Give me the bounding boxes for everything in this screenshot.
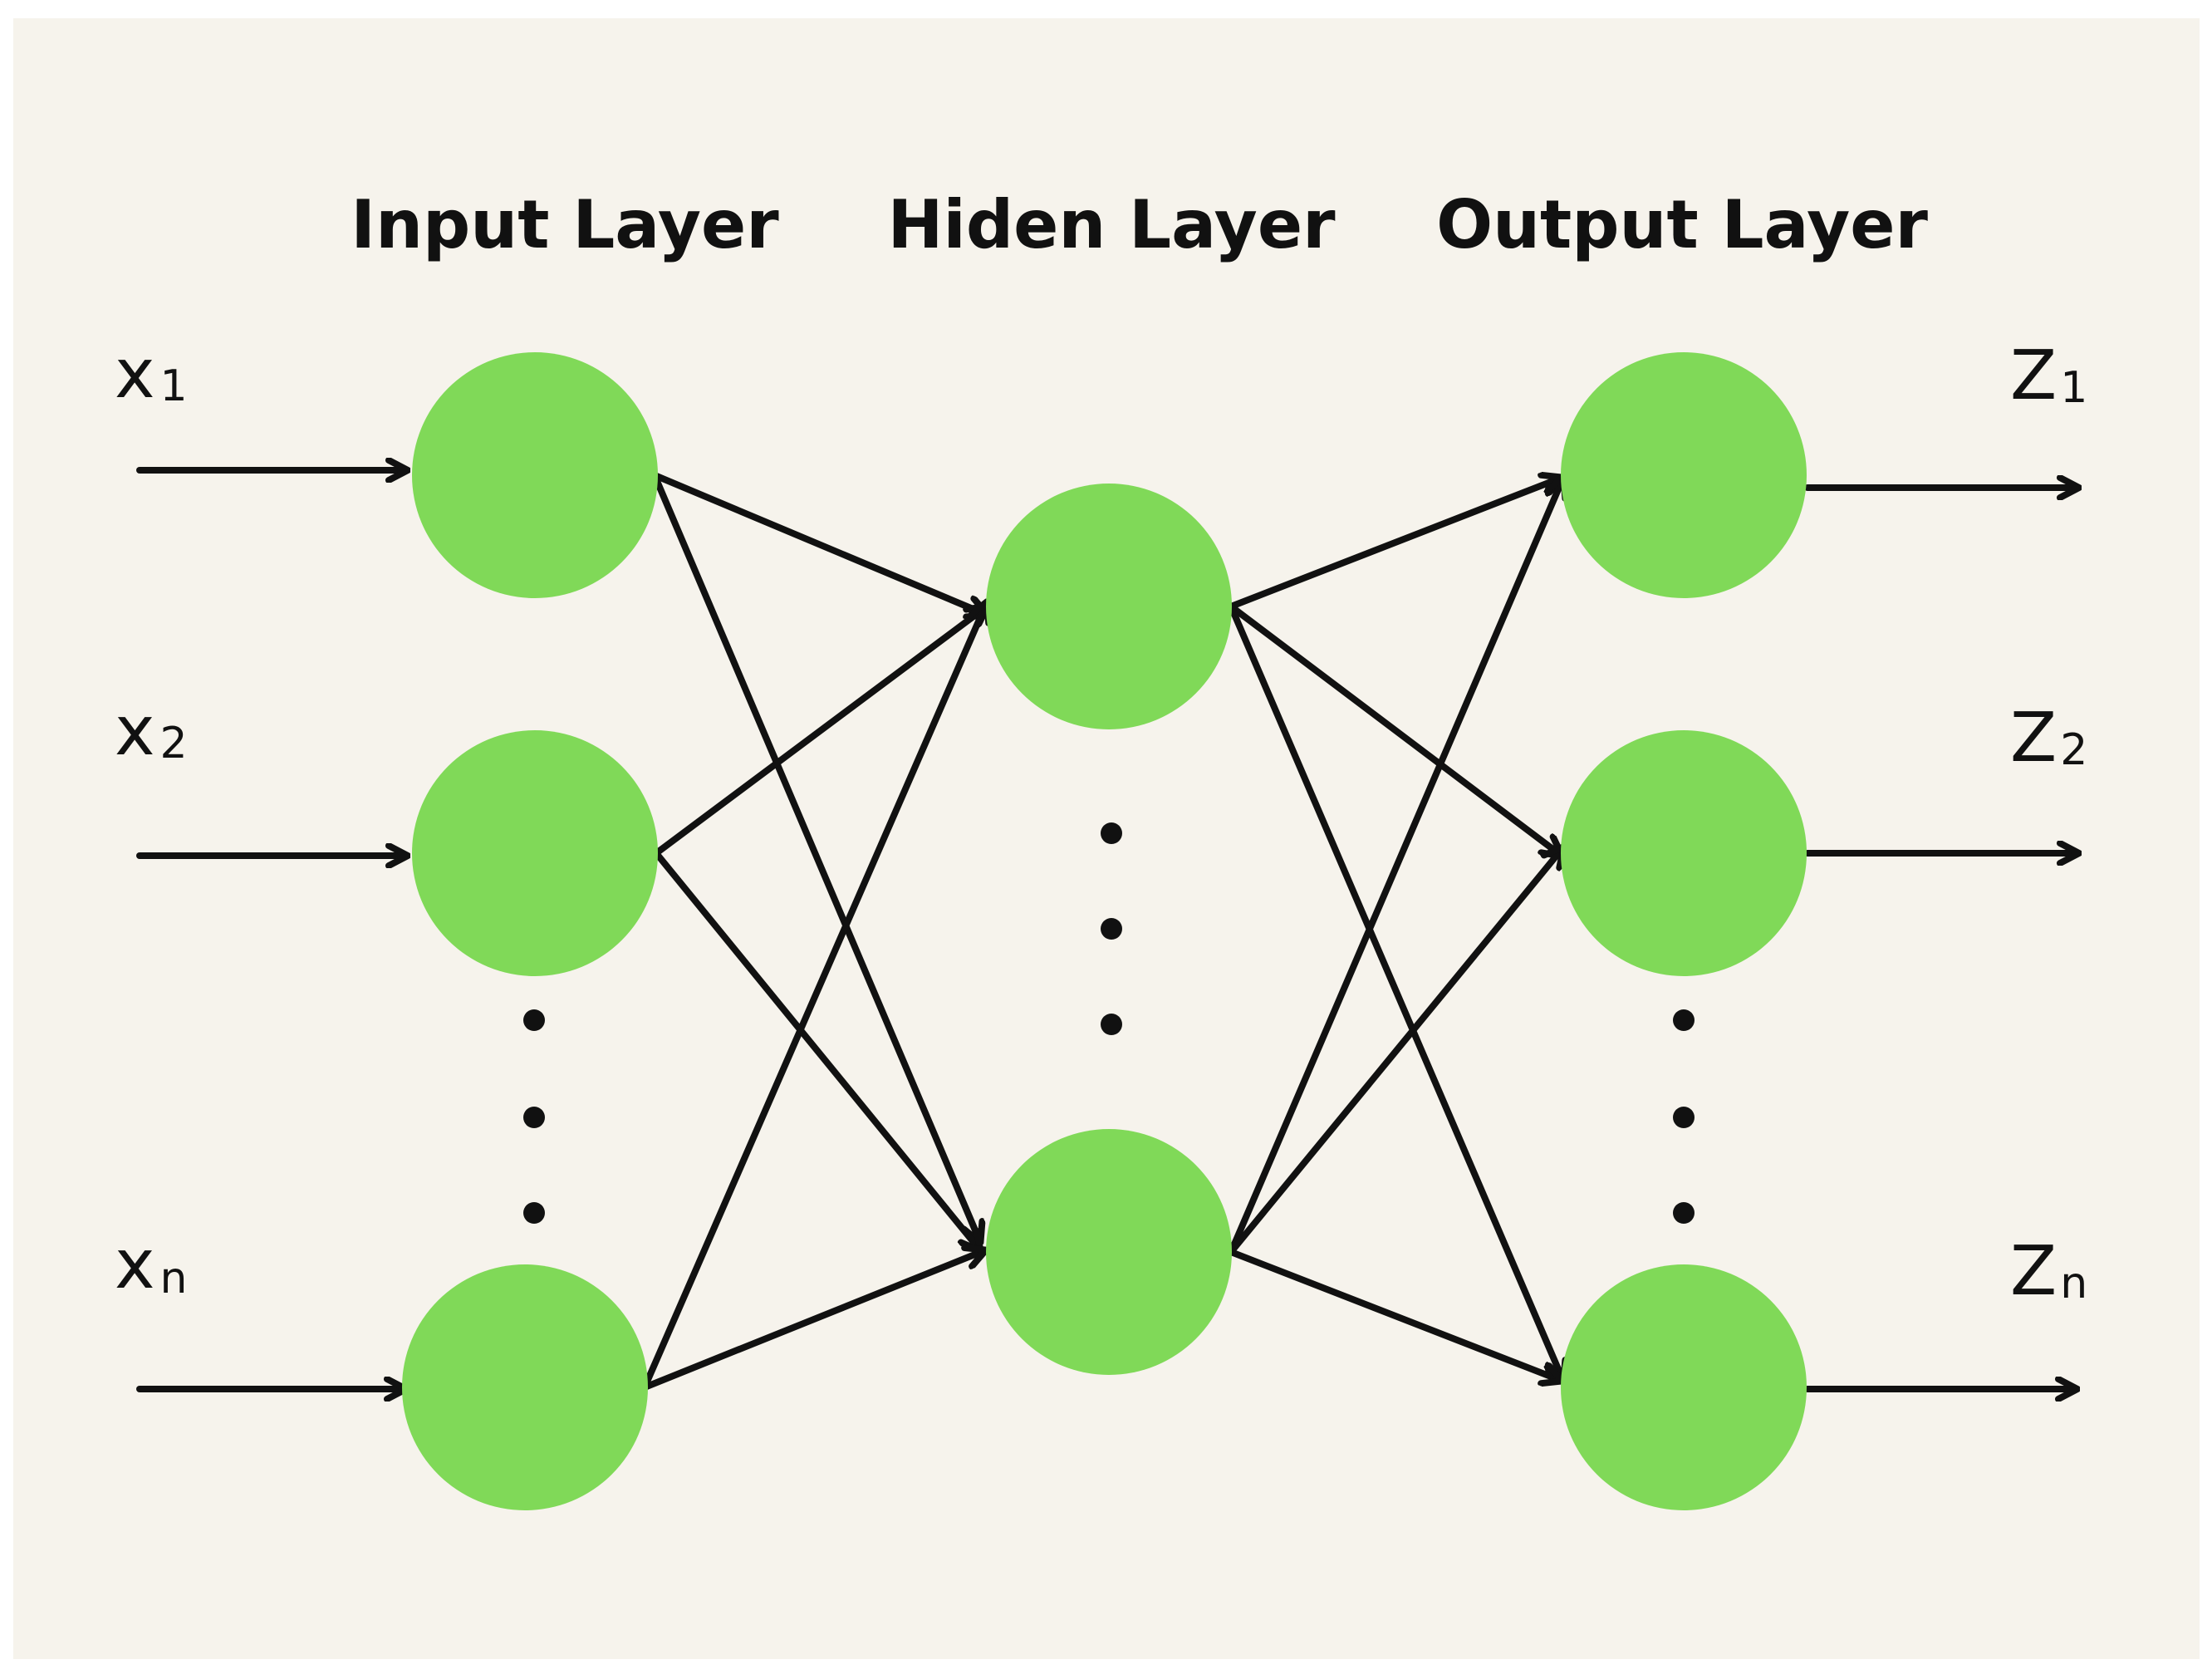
- ellipsis-dot: [523, 1107, 545, 1128]
- output-label-2-main: Z: [2010, 699, 2057, 778]
- hidden-layer-title: Hiden Layer: [887, 186, 1336, 263]
- output-arrows: [1804, 488, 2082, 1389]
- input-label-n-sub: n: [160, 1254, 188, 1303]
- ellipsis-dot: [1101, 918, 1122, 940]
- output-layer-nodes: [1561, 352, 1807, 1510]
- input-node-2: [412, 730, 658, 976]
- output-layer-title: Output Layer: [1436, 186, 1928, 263]
- ellipsis-dot: [523, 1009, 545, 1031]
- input-arrows: [136, 470, 410, 1389]
- input-label-2-main: x: [115, 692, 155, 771]
- input-label-1-main: x: [115, 335, 155, 414]
- edge-h1-outn: [1228, 603, 1563, 1381]
- ellipsis-dot: [1673, 1107, 1695, 1128]
- edge-in2-h1: [653, 606, 987, 857]
- input-layer-title: Input Layer: [351, 186, 779, 263]
- input-label-n-main: x: [115, 1225, 155, 1304]
- edge-h1-out2: [1228, 603, 1562, 856]
- output-label-1-main: Z: [2010, 336, 2057, 415]
- output-label-2-sub: 2: [2060, 725, 2087, 775]
- output-label-1: Z1: [2010, 336, 2087, 415]
- hidden-to-output-connections: [1228, 478, 1563, 1381]
- ellipsis-dot: [1673, 1009, 1695, 1031]
- output-label-2: Z2: [2010, 699, 2087, 778]
- output-ellipsis: [1673, 1009, 1695, 1224]
- output-node-n: [1561, 1264, 1807, 1510]
- input-to-hidden-connections: [641, 472, 987, 1391]
- edge-hn-out2: [1228, 847, 1563, 1255]
- hidden-node-1: [986, 484, 1232, 729]
- edge-h1-out1: [1228, 478, 1562, 610]
- hidden-layer-nodes: [986, 484, 1232, 1375]
- output-label-n: Zn: [2010, 1232, 2087, 1311]
- ellipsis-dot: [523, 1202, 545, 1224]
- edge-inn-hn: [641, 1250, 985, 1391]
- input-layer-nodes: [402, 352, 658, 1510]
- input-node-1: [412, 352, 658, 598]
- output-label-n-main: Z: [2010, 1232, 2057, 1311]
- output-label-n-sub: n: [2060, 1259, 2087, 1308]
- edge-in1-h1: [651, 472, 987, 615]
- hidden-node-n: [986, 1129, 1232, 1375]
- input-label-1-sub: 1: [160, 361, 188, 411]
- ellipsis-dot: [1673, 1202, 1695, 1224]
- hidden-ellipsis: [1101, 822, 1122, 1035]
- output-label-1-sub: 1: [2060, 363, 2087, 413]
- edge-in1-hn: [651, 472, 980, 1242]
- input-label-2-sub: 2: [160, 719, 188, 768]
- edge-in2-hn: [653, 850, 980, 1250]
- ellipsis-dot: [1101, 1014, 1122, 1035]
- input-ellipsis: [523, 1009, 545, 1224]
- edge-hn-outn: [1228, 1249, 1562, 1381]
- ellipsis-dot: [1101, 822, 1122, 844]
- edge-inn-h1: [641, 602, 987, 1391]
- edge-hn-out1: [1228, 478, 1563, 1255]
- output-node-1: [1561, 352, 1807, 598]
- input-node-n: [402, 1264, 648, 1510]
- output-node-2: [1561, 730, 1807, 976]
